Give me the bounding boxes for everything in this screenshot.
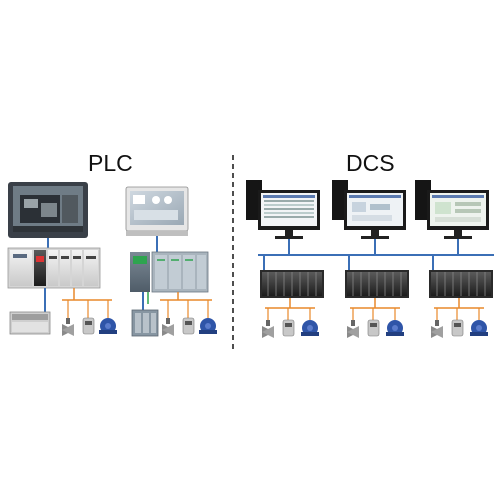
remote-io-right — [131, 309, 159, 337]
valve-icon — [62, 318, 74, 336]
dcs-title: DCS — [346, 150, 395, 176]
transmitter-icon — [367, 319, 380, 337]
motor-icon — [470, 320, 488, 336]
dcs-controller-3 — [429, 270, 493, 298]
valve-icon — [262, 320, 274, 338]
transmitter-icon — [82, 317, 95, 335]
plc-title: PLC — [88, 150, 133, 176]
dcs-controller-1 — [260, 270, 324, 298]
motor-icon — [386, 320, 404, 336]
motor-icon — [99, 318, 117, 334]
valve-icon — [431, 320, 443, 338]
operator-workstation-3 — [415, 180, 489, 239]
motor-icon — [301, 320, 319, 336]
motor-icon — [199, 318, 217, 334]
plc-rack-left — [7, 247, 101, 289]
plc-rack-right — [130, 251, 209, 293]
valve-icon — [347, 320, 359, 338]
dcs-controller-2 — [345, 270, 409, 298]
transmitter-icon — [182, 317, 195, 335]
hmi-panel-left — [8, 182, 88, 238]
valve-icon — [162, 318, 174, 336]
remote-io-left — [9, 311, 51, 335]
operator-workstation-2 — [332, 180, 406, 239]
transmitter-icon — [451, 319, 464, 337]
hmi-panel-right — [125, 186, 189, 236]
operator-workstation-1 — [246, 180, 320, 239]
transmitter-icon — [282, 319, 295, 337]
